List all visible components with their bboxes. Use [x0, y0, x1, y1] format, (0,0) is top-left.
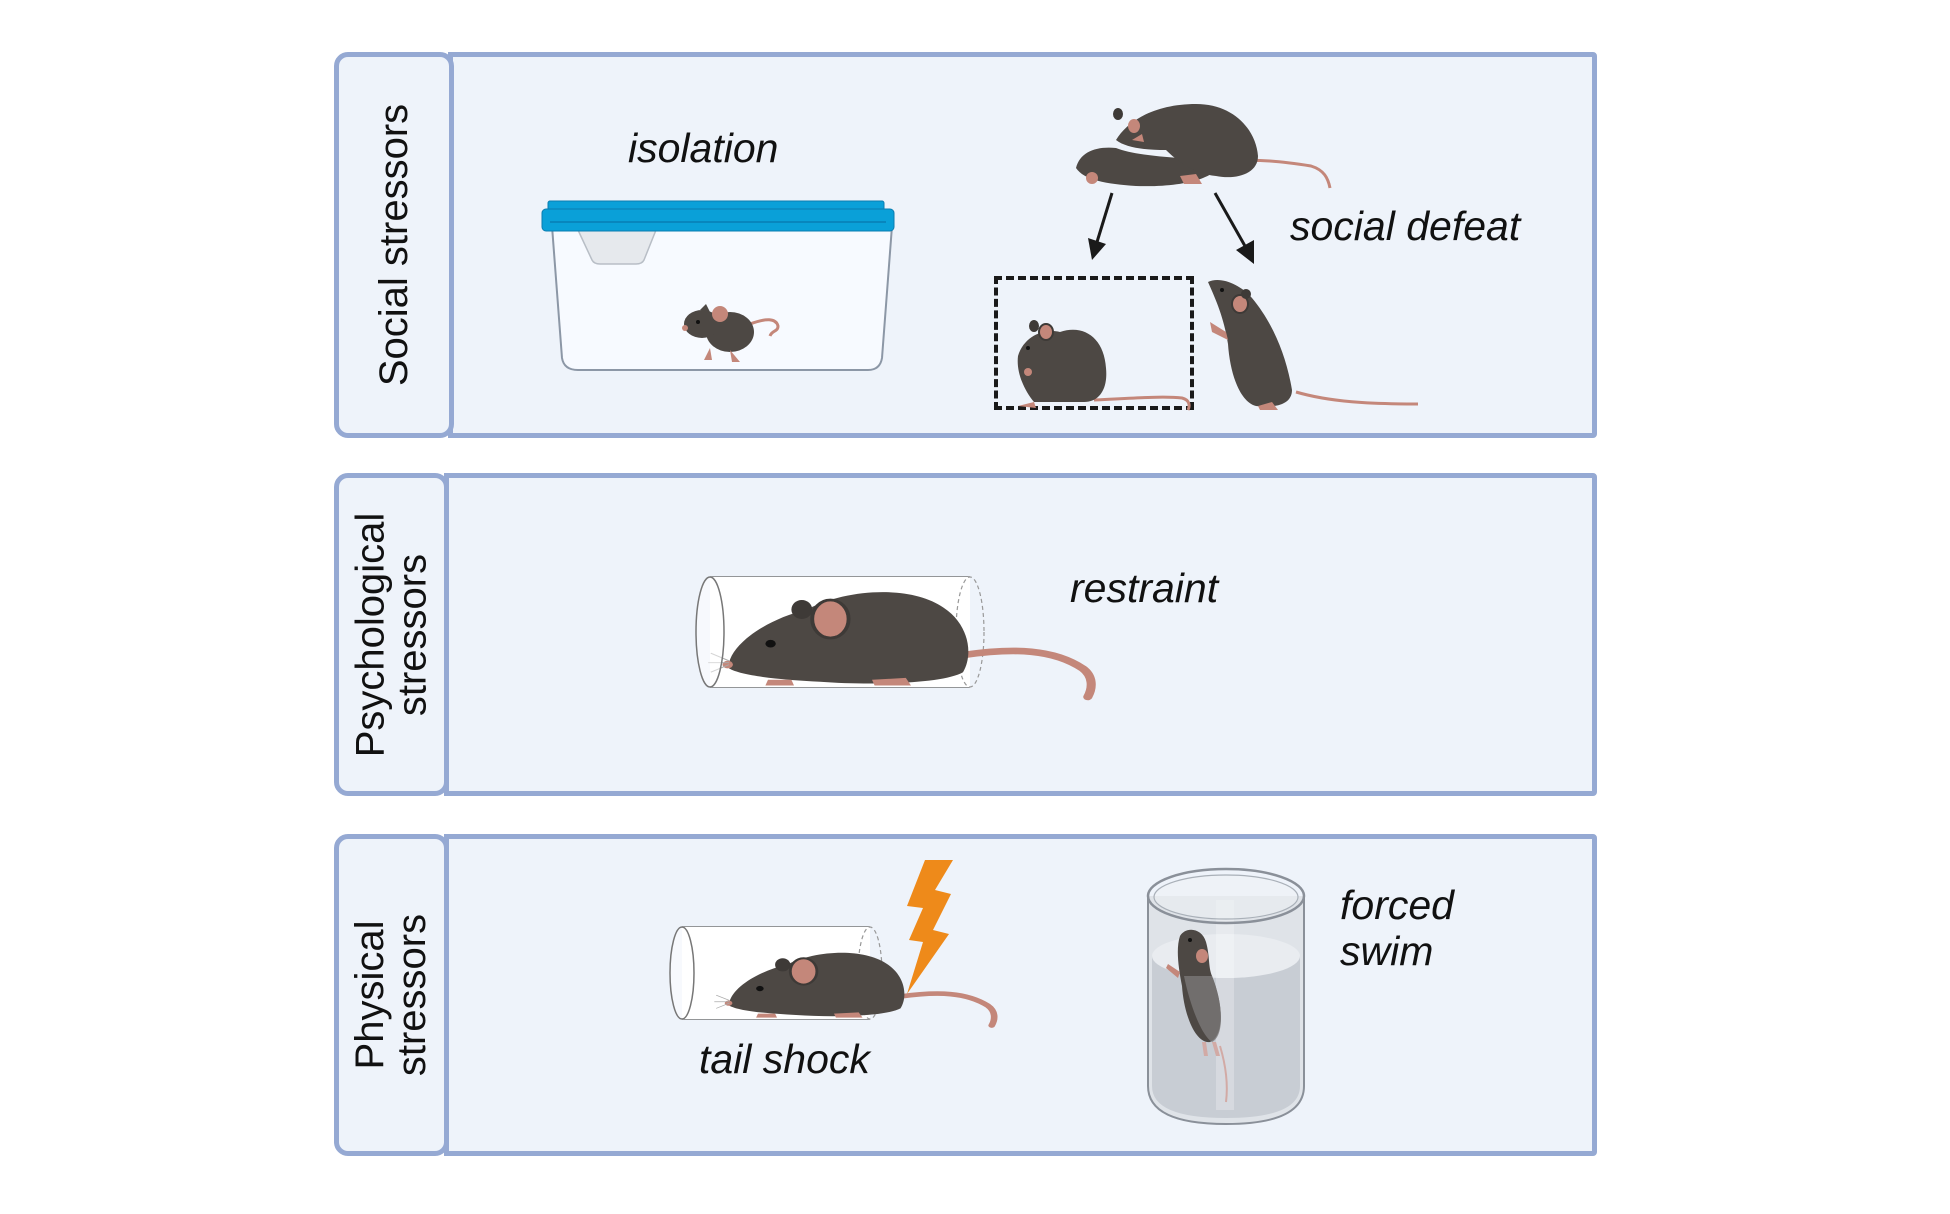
mouse-in-restraint-tube-icon	[695, 576, 1106, 723]
category-label: Physical stressors	[348, 913, 435, 1077]
panel-content-box	[444, 473, 1597, 796]
defeated-mouse-highlight-box	[994, 276, 1194, 410]
category-tab: Psychological stressors	[334, 473, 449, 796]
mouse-in-cage-icon	[541, 200, 895, 371]
defeated-mouse-icon	[1017, 320, 1191, 411]
winner-mouse-icon	[1208, 279, 1419, 410]
category-tab: Physical stressors	[334, 834, 449, 1156]
label-tail-shock: tail shock	[699, 1036, 870, 1082]
mouse-in-water-beaker-icon	[1146, 867, 1306, 1126]
category-label: Psychological stressors	[348, 512, 435, 757]
mice-fighting-icon	[1076, 104, 1332, 189]
category-tab: Social stressors	[334, 52, 454, 438]
panel-content-box	[444, 834, 1597, 1156]
category-label: Social stressors	[372, 103, 416, 387]
label-social-defeat: social defeat	[1290, 203, 1521, 249]
arrows-icon	[1088, 192, 1254, 264]
label-isolation: isolation	[628, 125, 779, 171]
lightning-bolt-icon	[907, 860, 953, 994]
label-restraint: restraint	[1070, 565, 1219, 611]
mouse-in-tail-shock-tube-icon	[669, 926, 960, 1040]
panel-physical-stressors: Physical stressors	[334, 834, 1597, 1156]
label-forced-swim: forced swim	[1340, 882, 1454, 974]
panel-psychological-stressors: Psychological stressors	[334, 473, 1597, 796]
